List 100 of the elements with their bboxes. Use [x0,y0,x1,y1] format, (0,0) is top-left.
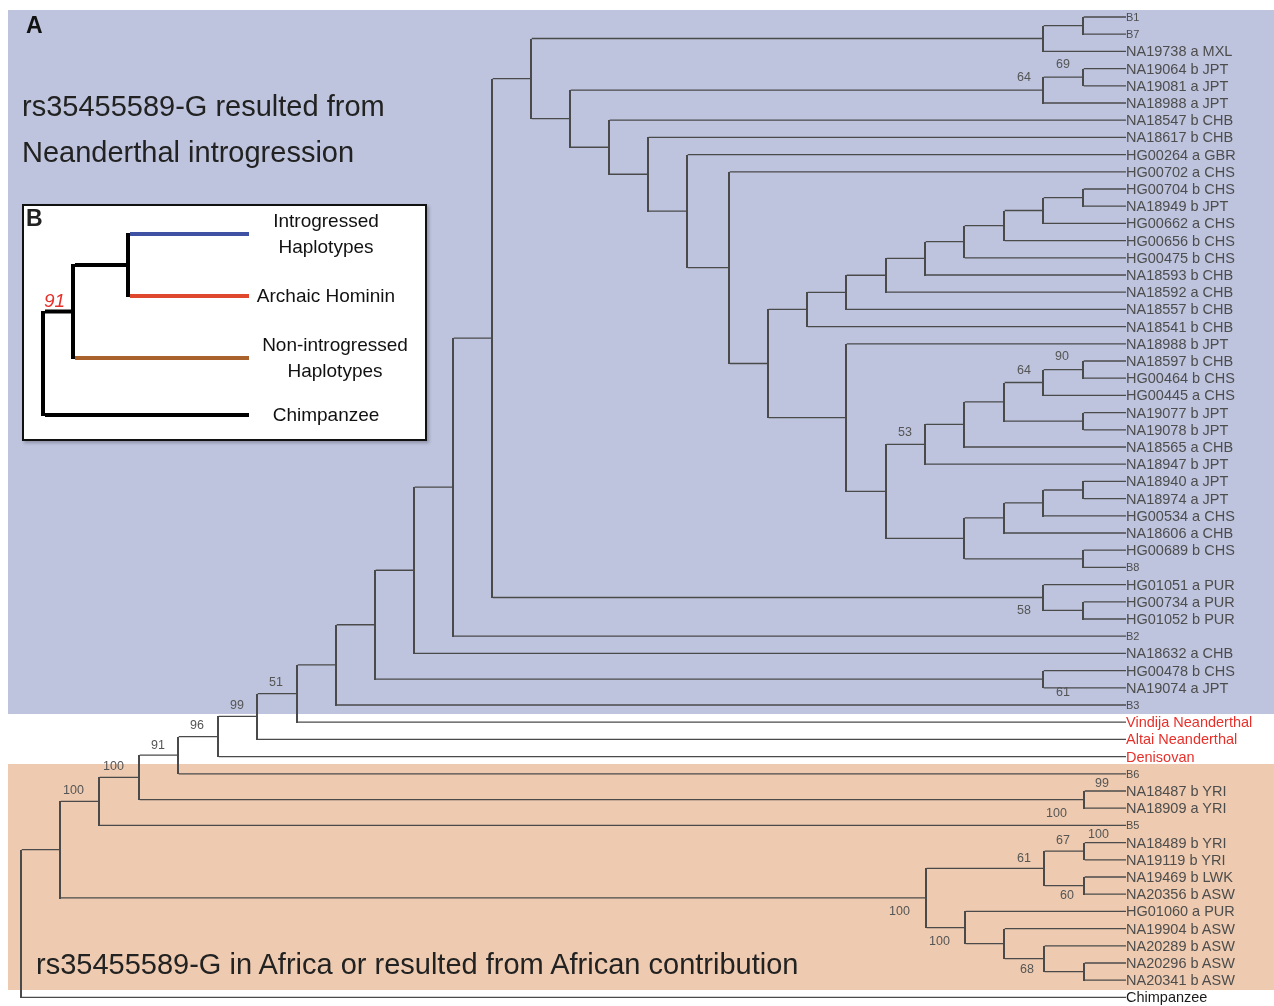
bootstrap-value: 68 [1020,963,1034,976]
taxon-label: NA18606 a CHB [1126,526,1234,540]
taxon-label: HG00704 b CHS [1126,182,1235,196]
taxon-label: Non-introgressed Haplotypes [249,330,421,386]
branch-line [1084,807,1127,809]
branch-line [45,413,249,417]
branch-line [1043,24,1083,27]
taxon-label: NA19064 b JPT [1126,61,1229,76]
taxon-label: NA18988 b JPT [1126,336,1229,351]
taxon-label: B7 [1126,27,1140,42]
taxon-label: HG00662 a CHS [1126,216,1235,231]
branch-line [1004,532,1127,534]
bootstrap-value: 96 [190,719,204,732]
branch-line [964,257,1127,259]
branch-line [964,558,1083,560]
branch-line [925,241,964,243]
taxon-label: NA19077 b JPT [1126,405,1229,420]
branch-line [99,824,1127,827]
taxon-label: B1 [1126,10,1140,24]
branch-line [846,343,1127,345]
branch-line [1004,420,1083,422]
taxon-label: HG00702 a CHS [1126,164,1235,179]
taxon-label: HG01060 a PUR [1126,904,1235,919]
taxon-label: HG00464 b CHS [1126,371,1235,386]
branch-line [1043,76,1083,78]
branch-line [178,735,218,738]
branch-line [1004,927,1127,930]
branch-line [178,773,1127,775]
branch-line [139,754,178,756]
branch-line [1043,50,1127,53]
branch-line [453,635,1127,637]
taxon-label: B8 [1126,560,1140,575]
branch-line [1004,958,1044,960]
branch-line [297,721,1127,723]
taxon-label: HG00689 b CHS [1126,543,1235,558]
branch-line [807,291,846,293]
branch-line [1044,970,1084,973]
taxon-label: NA18489 b YRI [1126,835,1227,850]
branch-line [1043,515,1127,517]
taxon-label: NA20341 b ASW [1126,973,1235,988]
bootstrap-value: 53 [898,426,912,439]
branch-line [99,776,139,779]
branch-line [1044,850,1084,852]
taxon-label: B2 [1126,629,1140,644]
bootstrap-value: 90 [1055,350,1069,363]
panel-label: B [26,205,43,231]
region-title: rs35455589-G in Africa or resulted from African contribution [36,947,799,982]
bootstrap-value: 100 [889,905,910,918]
branch-line [886,443,925,445]
branch-line [886,537,964,540]
taxon-label: Vindija Neanderthal [1126,715,1253,730]
bootstrap-value: 100 [103,760,124,773]
bootstrap-value: 100 [63,784,84,797]
panel-label: A [26,12,43,38]
bootstrap-value: 51 [269,676,283,689]
branch-line [1083,67,1127,70]
branch-line [609,119,1127,121]
branch-line [218,715,257,718]
taxon-label: Archaic Hominin [249,268,403,324]
bootstrap-value: 99 [1095,777,1109,790]
branch-line [218,755,1127,758]
branch-line [1083,85,1127,87]
bootstrap-value: 91 [151,739,165,752]
branch-line [130,294,249,298]
taxon-label: B5 [1126,818,1140,833]
taxon-label: HG00264 a GBR [1126,147,1236,162]
branch-line [1043,368,1083,371]
taxon-label: HG00475 b CHS [1126,250,1235,265]
branch-line [1083,566,1127,569]
branch-line [609,173,648,175]
branch-line [1083,429,1127,431]
taxon-label: NA20289 b ASW [1126,938,1235,953]
taxon-label: NA19081 a JPT [1126,78,1229,93]
taxon-label: NA19074 a JPT [1126,680,1229,695]
branch-line [60,897,926,899]
taxon-label: HG00534 a CHS [1126,508,1235,523]
branch-line [1084,876,1127,878]
branch-line [964,224,1004,227]
branch-line [375,678,1043,680]
branch-line [1084,962,1127,964]
branch-junction [71,264,75,359]
branch-line [257,692,297,695]
branch-line [130,232,249,236]
branch-line [1083,601,1127,603]
branch-line [1083,377,1127,379]
branch-line [257,738,1127,741]
taxon-label: Chimpanzee [1126,990,1208,1005]
region-title: rs35455589-G resulted from Neanderthal introgression [22,89,386,170]
branch-line [1083,411,1127,414]
branch-line [925,463,1127,465]
branch-line [75,356,249,360]
bootstrap-value: 64 [1017,364,1031,377]
branch-line [336,704,1127,706]
branch-line [807,325,1127,328]
bootstrap-value: 100 [929,935,950,948]
branch-line [1043,489,1083,491]
taxon-label: NA18974 a JPT [1126,491,1229,506]
branch-line [1043,102,1127,104]
taxon-label: HG00445 a CHS [1126,388,1235,403]
branch-line [886,291,1127,293]
